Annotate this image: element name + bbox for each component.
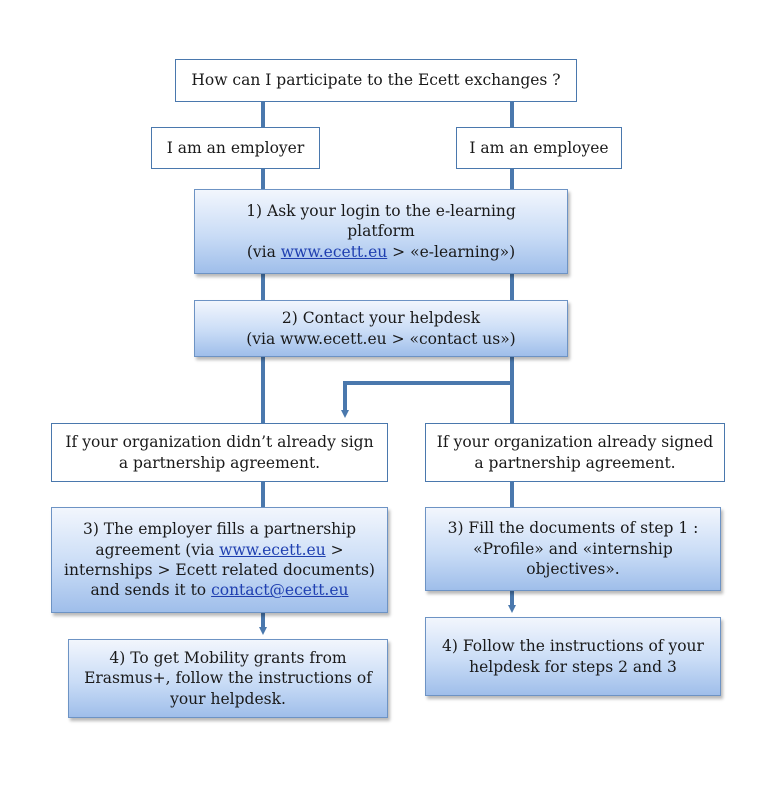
step1-line3-post: > «e-learning») [387, 242, 516, 261]
right-step3-line3: objectives». [526, 560, 620, 579]
no-agreement-line1: If your organization didn’t already sign [65, 433, 374, 452]
right-step4-box: 4) Follow the instructions of your helpd… [425, 617, 721, 696]
left-step4-box: 4) To get Mobility grants from Erasmus+,… [68, 639, 388, 718]
left-step3-line2-pre: agreement (via [95, 540, 220, 559]
right-step3-line1: 3) Fill the documents of step 1 : [447, 519, 699, 538]
no-agreement-line2: a partnership agreement. [118, 453, 321, 472]
employee-text: I am an employee [469, 138, 609, 157]
has-agreement-line1: If your organization already signed [436, 433, 714, 452]
left-step3-line1: 3) The employer fills a partnership [82, 520, 357, 539]
step1-line3: (via www.ecett.eu > «e-learning») [247, 242, 515, 262]
left-step4-line2: Erasmus+, follow the instructions of [84, 669, 372, 688]
step2-line2: (via www.ecett.eu > «contact us») [246, 329, 516, 348]
ecett-website-link[interactable]: www.ecett.eu [280, 242, 388, 261]
has-agreement-line2: a partnership agreement. [474, 453, 676, 472]
step2-box: 2) Contact your helpdesk (via www.ecett.… [194, 300, 568, 357]
contact-email-link[interactable]: contact@ecett.eu [211, 581, 349, 600]
left-step3-box: 3) The employer fills a partnership agre… [51, 507, 388, 613]
left-step3-line2-post: > [325, 540, 344, 559]
ecett-website-link[interactable]: www.ecett.eu [219, 540, 326, 559]
left-step4-line3: your helpdesk. [170, 689, 286, 708]
left-step3-line4: and sends it to contact@ecett.eu [90, 580, 348, 600]
step1-line3-pre: (via [246, 242, 281, 261]
connector-employee-to-no-agreement-arrow [341, 381, 512, 418]
step1-line2: platform [347, 222, 415, 241]
question-text: How can I participate to the Ecett excha… [191, 71, 561, 90]
employee-box: I am an employee [456, 127, 622, 169]
left-step3-line2: agreement (via www.ecett.eu > [95, 540, 343, 560]
step1-line1: 1) Ask your login to the e-learning [246, 201, 516, 220]
right-step4-line1: 4) Follow the instructions of your [442, 637, 704, 656]
no-agreement-box: If your organization didn’t already sign… [51, 423, 388, 482]
right-step3-box: 3) Fill the documents of step 1 : «Profi… [425, 507, 721, 591]
right-step4-line2: helpdesk for steps 2 and 3 [469, 657, 677, 676]
has-agreement-box: If your organization already signed a pa… [425, 423, 725, 482]
left-step3-line3: internships > Ecett related documents) [64, 561, 375, 579]
employer-box: I am an employer [151, 127, 320, 169]
employer-text: I am an employer [166, 138, 305, 157]
question-box: How can I participate to the Ecett excha… [175, 59, 577, 102]
right-step3-line2: «Profile» and «internship [473, 539, 673, 558]
left-step3-line4-pre: and sends it to [90, 581, 212, 600]
step1-box: 1) Ask your login to the e-learning plat… [194, 189, 568, 274]
left-step4-line1: 4) To get Mobility grants from [109, 648, 347, 667]
step2-line1: 2) Contact your helpdesk [281, 309, 481, 328]
